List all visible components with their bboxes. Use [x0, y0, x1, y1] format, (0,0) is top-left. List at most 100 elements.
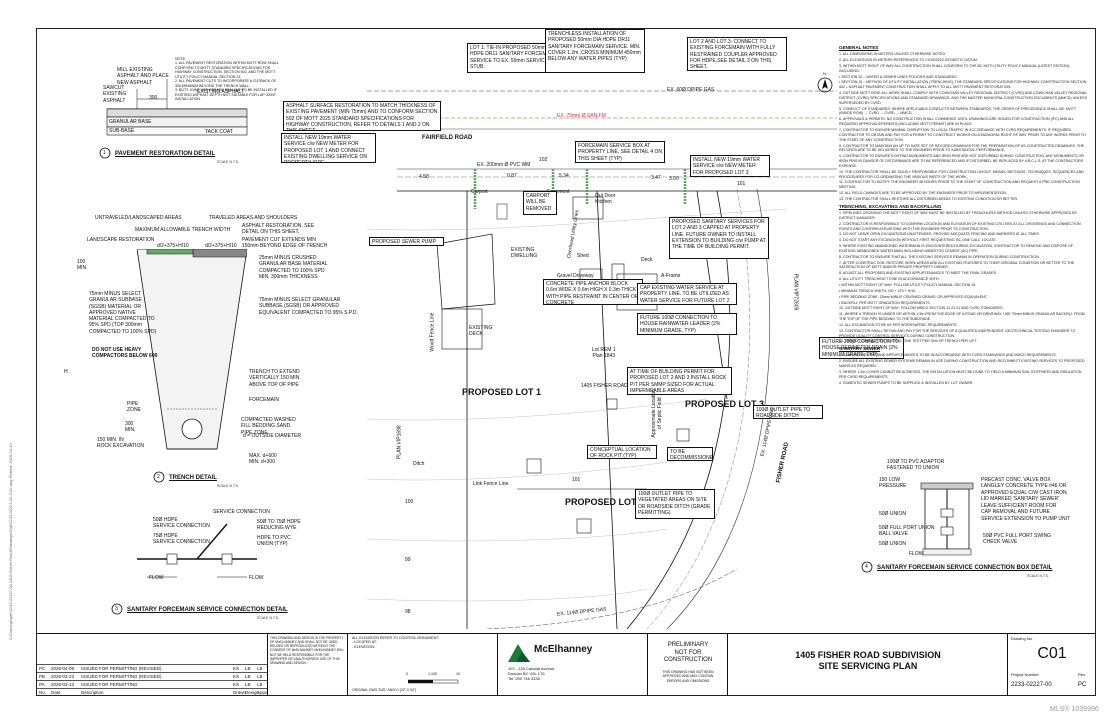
- company-cell: McElhanney 107 - 225 Canada Avenue, Dunc…: [497, 634, 647, 696]
- easement-label: Easement: [547, 189, 570, 195]
- hdpe2-label: 75Ø HDPE SERVICE CONNECTION: [153, 533, 210, 546]
- north-arrow-icon: [817, 77, 833, 93]
- note-decommission: TO BE DECOMMISSIONED: [667, 447, 713, 461]
- detail-2-marker-icon: [153, 471, 165, 483]
- ex-pvc-wm: EX. 200mm Ø PVC WM: [477, 162, 531, 168]
- north-label: N: [823, 71, 826, 76]
- contour-102: 102: [539, 157, 548, 163]
- trench-note: 14. TRENCH COMPACTION TESTING: ONE TEST …: [839, 339, 977, 344]
- sanitary-note: 3. WHERE 1.2m COVER CANNOT BE ACHIEVED, …: [839, 369, 1082, 379]
- mcelhanney-logo-icon: [508, 644, 530, 662]
- pavement-cut-label: PAVEMENT CUT EXTENDS MIN 150mm BEYOND ED…: [242, 237, 328, 250]
- trench-note: 13. CONTRACTOR SHALL RETAIN AND PAY FOR …: [839, 328, 1076, 338]
- revision-date: 2026-04-09: [51, 666, 75, 671]
- trench-detail-title: TRENCH DETAIL: [169, 475, 217, 481]
- proposed-lot-2: PROPOSED LOT 2: [565, 497, 645, 507]
- revision-header: Appv: [257, 690, 268, 695]
- revision-d3: LB: [257, 682, 263, 687]
- pavement-detail-drawing: [106, 79, 248, 136]
- sanitary-notes-list: 1. SANITARY SEWERS AND APPURTENANCES TO …: [839, 353, 1089, 385]
- revision-d1: KS: [233, 674, 240, 679]
- trench-dim-2: d/2+375+H/10: [205, 243, 237, 249]
- revision-table: PC 2026-04-09 ISSUED FOR PERMITTING (REVIS…: [37, 634, 267, 696]
- drawing-number-cell: Drawing No. C01 Project Number Rev. 2233…: [1007, 634, 1095, 696]
- trench-note: 7. AFTER CONSTRUCTION, RESTORE WORK AREA…: [839, 260, 1075, 270]
- existing-dwelling-label: EXISTING DWELLING: [511, 247, 538, 260]
- general-note: 4. OUTSIDE MOTT ROW, ALL WORK SHALL COMP…: [839, 91, 1087, 105]
- ex-san-fm: EX. 75mm Ø SAN FM: [557, 113, 606, 119]
- revision-d3: LB: [257, 666, 263, 671]
- proposed-lot-1: PROPOSED LOT 1: [462, 387, 542, 397]
- note-future-100-drain: FUTURE 100Ø CONNECTION TO HOUSE PERIMETE…: [819, 337, 904, 359]
- detail-3-number: 3: [115, 606, 118, 612]
- trench-note: 8. ADJUST ALL PROPOSED AND EXISTING APPU…: [839, 271, 998, 276]
- revision-header: Design: [245, 690, 260, 695]
- general-note: 1. ALL DIMENSIONS IN METERS UNLESS OTHER…: [839, 52, 947, 57]
- revision-no: PC: [39, 666, 46, 671]
- trench-note: 4. DO NOT START ANY EXCAVATION WITHOUT F…: [839, 238, 997, 243]
- drawing-size-label: ORIGINAL DWG SIZE: ANSI D (22" X 34"): [352, 688, 417, 692]
- trench-note: 12. ALL EXCAVATION TO BE AS PER WORKSAFE…: [839, 322, 958, 327]
- note-future-100-house: FUTURE 100Ø CONNECTION TO HOUSE RAINWATE…: [637, 313, 737, 335]
- link-fence-label: Link Fence Line: [473, 481, 509, 487]
- contour-100: 100: [405, 499, 414, 505]
- ball-valve-label: 50Ø FULL PORT UNION BALL VALVE: [879, 525, 935, 538]
- pavement-dim: 300: [149, 95, 158, 101]
- project-no: 2233-02227-00: [1011, 682, 1052, 688]
- aframe-label: A-Frame: [661, 273, 681, 279]
- trench-notes-title: TRENCHING, EXCAVATING AND BACKFILLING: [839, 203, 942, 209]
- general-note: 8. CONTRACTOR TO MAINTAIN AN UP TO DATE …: [839, 143, 1085, 153]
- project-no-label: Project Number: [1011, 672, 1039, 677]
- extend-label: TRENCH TO EXTEND VERTICALLY 150 MIN ABOV…: [249, 369, 300, 388]
- general-note: 7. CONTRACTOR TO ENSURE MINIMAL DISRUPTI…: [839, 128, 1086, 142]
- note-proposed-pump: PROPOSED SEWER PUMP: [369, 237, 444, 246]
- subbase-label: SUB-BASE: [109, 128, 135, 134]
- low-pressure-label: 150 LOW PRESSURE: [879, 477, 907, 490]
- contour-101: 101: [572, 477, 581, 483]
- union2-label: 50Ø UNION: [879, 541, 906, 547]
- trench-note: • BACKFILL PER MOTT GRADATION REQUIREMEN…: [839, 300, 931, 305]
- detail-2-number: 2: [157, 474, 160, 480]
- scale-bar-drawing: [408, 679, 459, 684]
- drawing-no-label: Drawing No.: [1011, 636, 1034, 641]
- asphalt-restoration-label: ASPHALT RESTORATION, SEE DETAIL ON THIS …: [242, 223, 315, 236]
- contour-98: 98: [405, 609, 411, 615]
- prelim-cell: PRELIMINARY NOT FOR CONSTRUCTION THIS DR…: [647, 634, 727, 696]
- traveled-label: TRAVELED AREAS AND SHOULDERS: [209, 215, 298, 221]
- trench-h: H: [64, 369, 68, 375]
- revision-desc: ISSUED FOR PERMITTING (REVISED): [81, 666, 162, 671]
- contour-101b: 101: [737, 181, 746, 187]
- wood-fence-label: Wood Fence Line: [429, 312, 436, 352]
- contour-99: 99: [405, 557, 411, 563]
- revision-date: 2026-03-23: [51, 674, 75, 679]
- sanitary-note: 1. SANITARY SEWERS AND APPURTENANCES TO …: [839, 353, 1057, 358]
- pavement-detail-title: PAVEMENT RESTORATION DETAIL: [115, 151, 216, 157]
- reducing-label: 50Ø TO 75Ø HDPE REDUCING WYE: [257, 519, 301, 532]
- revision-d2: LB: [245, 682, 251, 687]
- dim-347: 3.47: [651, 175, 661, 181]
- hdpe1-label: 50Ø HDPE SERVICE CONNECTION: [153, 517, 210, 530]
- heavy-compactor-label: DO NOT USE HEAVY COMPACTORS BELOW 600: [92, 347, 158, 360]
- sanitary-notes-title: SANITARY SEWER: [839, 346, 881, 352]
- title-block: PC 2026-04-09 ISSUED FOR PERMITTING (REVIS…: [37, 633, 1095, 696]
- note-lot2-3: LOT 2 AND LOT 3: CONNECT TO EXISTING FOR…: [687, 37, 787, 71]
- mls-watermark: MLS® 1039996: [1050, 706, 1099, 713]
- carport-label: Carport: [471, 189, 488, 195]
- flow-1: FLOW: [149, 575, 164, 581]
- scale-tick-0: 0: [406, 672, 408, 676]
- fairfield-road-label: FAIRFIELD ROAD: [422, 135, 473, 141]
- general-note: 10. THE CONTRACTOR SHALL BE SOLELY RESPO…: [839, 169, 1084, 179]
- detail-4-marker-icon: [861, 561, 873, 573]
- trench-note: 11. WHERE A TRENCH IS UNDER OR WITHIN 1.…: [839, 312, 1085, 322]
- project-title: 1405 FISHER ROAD SUBDIVISION SITE SERVIC…: [795, 650, 941, 672]
- company-name: McElhanney: [534, 644, 593, 655]
- revision-d3: LB: [257, 674, 263, 679]
- general-note: 3. WITHIN MOTT RIGHT OF WAY ALL CONSTRUC…: [839, 63, 1070, 73]
- note-carport: CARPORT WILL BE REMOVED: [523, 191, 557, 215]
- revision-date: 2026-03-13: [51, 682, 75, 687]
- deck-label: Deck: [641, 257, 653, 263]
- address-label: 1405 FISHER ROAD: [581, 383, 628, 389]
